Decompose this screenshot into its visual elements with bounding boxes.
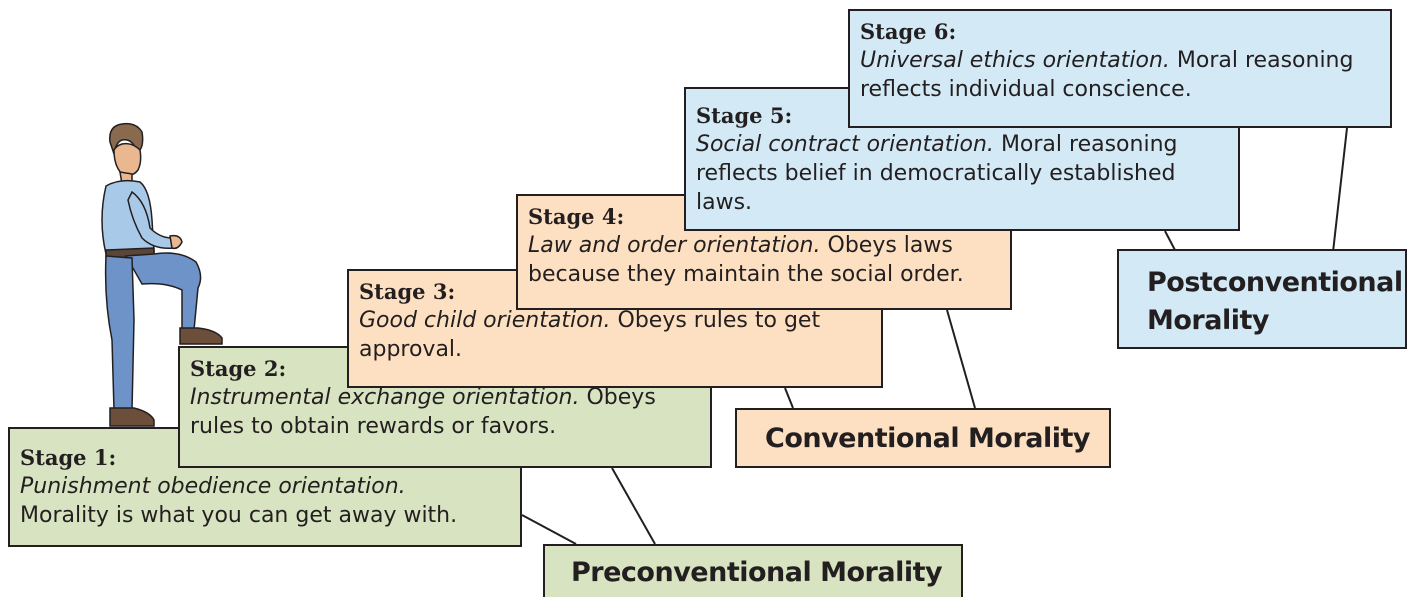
preconventional-level-label: Preconventional Morality	[543, 544, 963, 597]
connector-stage4-conv	[946, 309, 976, 409]
stage-4-description: Obeys laws because they maintain the soc…	[528, 233, 964, 287]
stage-3-description: Obeys rules to get approval.	[359, 308, 821, 362]
postconventional-level-label: Postconventional Morality	[1117, 249, 1407, 349]
connector-stage5-post	[1164, 230, 1177, 253]
stage-5-orientation: Social contract orientation.	[696, 132, 994, 157]
stage-5-description: Moral reasoning reflects belief in democ…	[696, 132, 1178, 215]
stage-6-description: Moral reasoning reflects individual cons…	[860, 48, 1354, 102]
stage-4-orientation: Law and order orientation.	[528, 233, 821, 258]
stage-6-orientation: Universal ethics orientation.	[860, 48, 1170, 73]
stage-3-title: Stage 3:	[359, 279, 456, 304]
stage-1-description: Morality is what you can get away with.	[20, 503, 458, 528]
stage-5-title: Stage 5:	[696, 103, 793, 128]
man-climbing-stairs-figure	[101, 122, 223, 427]
stage-4-title: Stage 4:	[528, 204, 625, 229]
stage-3-orientation: Good child orientation.	[359, 308, 611, 333]
connector-stage2-pre	[611, 467, 656, 545]
connector-stage1-pre	[521, 514, 577, 545]
stage-2-orientation: Instrumental exchange orientation.	[190, 385, 580, 410]
stage-6-title: Stage 6:	[860, 19, 957, 44]
connector-stage6-post	[1332, 127, 1348, 253]
stage-2-title: Stage 2:	[190, 356, 287, 381]
stage-1-orientation: Punishment obedience orientation.	[20, 474, 406, 499]
connector-stage3-conv	[784, 387, 794, 409]
stage-1-title: Stage 1:	[20, 445, 117, 470]
stage-6-box: Stage 6: Universal ethics orientation. M…	[848, 9, 1392, 128]
stage-2-description: Obeys rules to obtain rewards or favors.	[190, 385, 656, 439]
conventional-level-label: Conventional Morality	[735, 408, 1111, 468]
